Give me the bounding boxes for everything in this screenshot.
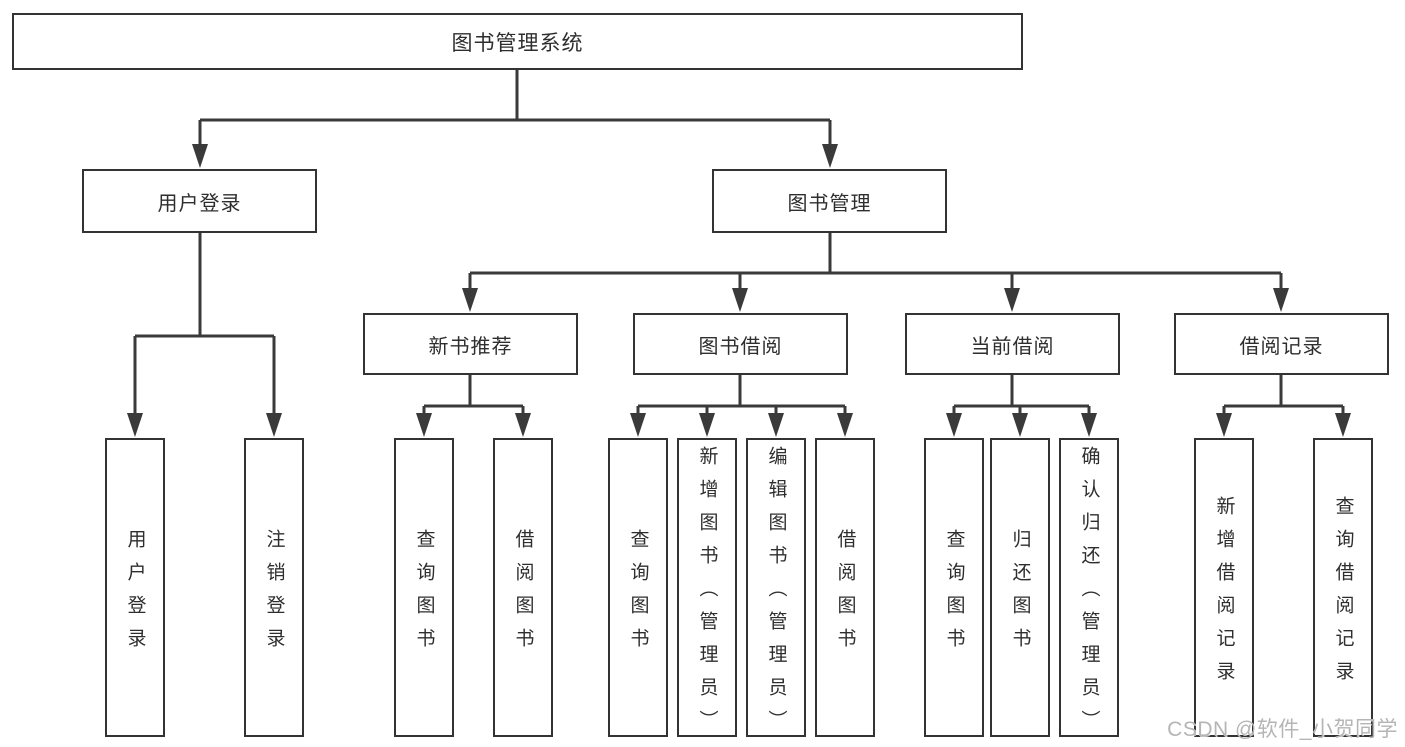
node-label: 新增借阅记录 — [1213, 495, 1235, 694]
node-label: 确认归还（管理员） — [1078, 446, 1100, 743]
node-borrow-records: 借阅记录 — [1174, 313, 1389, 375]
leaf-query-borrow-record: 查询借阅记录 — [1313, 438, 1373, 737]
node-label: 当前借阅 — [970, 335, 1055, 358]
leaf-confirm-return-admin: 确认归还（管理员） — [1059, 438, 1119, 743]
leaf-query-books-recommend: 查询图书 — [394, 438, 454, 737]
node-label: 查询图书 — [627, 528, 649, 661]
node-label: 归还图书 — [1009, 528, 1031, 661]
leaf-query-books-borrow: 查询图书 — [608, 438, 668, 737]
leaf-return-book: 归还图书 — [990, 438, 1050, 737]
leaf-borrow-books-recommend: 借阅图书 — [493, 438, 553, 737]
node-label: 图书借阅 — [698, 335, 783, 358]
node-label: 用户登录 — [124, 528, 146, 661]
csdn-watermark: CSDN @软件_小贺同学 — [1167, 718, 1398, 741]
node-label: 图书管理 — [787, 192, 872, 215]
node-book-borrowing: 图书借阅 — [633, 313, 848, 375]
node-user-login: 用户登录 — [82, 169, 317, 233]
node-label: 查询图书 — [943, 528, 965, 661]
node-library-system: 图书管理系统 — [12, 13, 1023, 70]
leaf-add-borrow-record: 新增借阅记录 — [1194, 438, 1254, 737]
node-label: 编辑图书（管理员） — [765, 446, 787, 743]
leaf-user-login: 用户登录 — [105, 438, 165, 737]
node-label: 用户登录 — [157, 192, 242, 215]
node-label: 注销登录 — [263, 528, 285, 661]
node-label: 借阅记录 — [1239, 335, 1324, 358]
leaf-edit-book-admin: 编辑图书（管理员） — [746, 438, 806, 743]
node-current-borrowing: 当前借阅 — [905, 313, 1120, 375]
node-label: 新增图书（管理员） — [696, 446, 718, 743]
node-new-book-recommend: 新书推荐 — [363, 313, 578, 375]
node-label: 查询借阅记录 — [1332, 495, 1354, 694]
leaf-borrow-books: 借阅图书 — [815, 438, 875, 737]
node-book-management: 图书管理 — [712, 169, 947, 233]
leaf-query-books-current: 查询图书 — [924, 438, 984, 737]
node-label: 查询图书 — [413, 528, 435, 661]
node-label: 图书管理系统 — [451, 31, 584, 55]
leaf-add-book-admin: 新增图书（管理员） — [677, 438, 737, 743]
node-label: 借阅图书 — [512, 528, 534, 661]
node-label: 新书推荐 — [428, 335, 513, 358]
leaf-logout: 注销登录 — [244, 438, 304, 737]
node-label: 借阅图书 — [834, 528, 856, 661]
